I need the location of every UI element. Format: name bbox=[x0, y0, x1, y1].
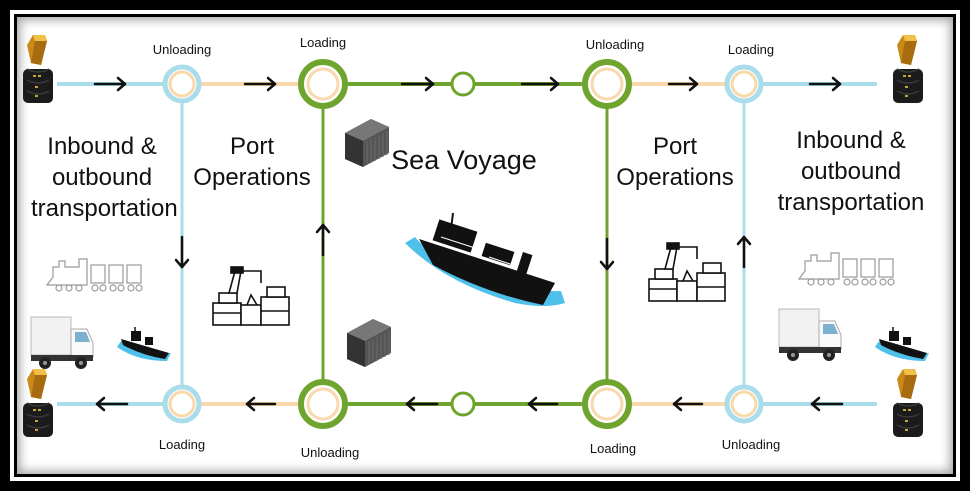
node-bottom-left-hinterland[interactable] bbox=[162, 384, 202, 424]
small-ship-icon bbox=[874, 326, 930, 362]
section-title-right-transport: Inbound & outbound transportation bbox=[771, 125, 931, 218]
truck-icon bbox=[30, 316, 94, 370]
section-title-line: Operations bbox=[193, 164, 311, 191]
section-title-line: Operations bbox=[616, 164, 734, 191]
gold-bar-icon bbox=[27, 35, 47, 65]
arrow-right-icon bbox=[93, 76, 127, 92]
route-nodes bbox=[162, 59, 764, 429]
node-top-left-port[interactable] bbox=[298, 59, 348, 109]
node-label-bottom-right-port: Loading bbox=[589, 441, 637, 456]
node-label-bottom-left-port: Unloading bbox=[300, 445, 360, 460]
node-label-top-right-hinterland: Loading bbox=[727, 42, 775, 57]
arrow-left-icon bbox=[405, 396, 439, 412]
section-title-line: outbound bbox=[800, 158, 902, 185]
arrow-left-icon bbox=[810, 396, 844, 412]
section-title-left-transport: Inbound & outbound transportation bbox=[31, 131, 178, 224]
truck-icon bbox=[778, 308, 842, 362]
oil-barrels-icon bbox=[892, 402, 924, 438]
arrow-right-icon bbox=[400, 76, 435, 92]
node-bottom-mid-sea[interactable] bbox=[450, 391, 476, 417]
node-top-mid-sea[interactable] bbox=[450, 71, 476, 97]
gold-bar-icon bbox=[897, 369, 917, 399]
section-title-line: Inbound & bbox=[47, 133, 157, 160]
crane-cargo-icon bbox=[648, 242, 726, 302]
node-bottom-right-hinterland[interactable] bbox=[724, 384, 764, 424]
diagram-svg bbox=[22, 35, 930, 438]
oil-barrels-icon bbox=[22, 402, 54, 438]
arrow-left-icon bbox=[672, 396, 704, 412]
cargo-ship-icon bbox=[405, 212, 565, 306]
node-label-top-left-hinterland: Unloading bbox=[152, 42, 212, 57]
train-icon bbox=[798, 252, 895, 286]
node-label-bottom-right-hinterland: Unloading bbox=[721, 437, 781, 452]
shipping-container-icon bbox=[346, 318, 392, 368]
node-top-right-hinterland[interactable] bbox=[724, 64, 764, 104]
arrow-left-icon bbox=[527, 396, 559, 412]
gold-bar-icon bbox=[27, 369, 47, 399]
node-top-right-port[interactable] bbox=[582, 59, 632, 109]
node-label-top-right-port: Unloading bbox=[585, 37, 645, 52]
arrow-down-icon bbox=[599, 237, 615, 271]
node-bottom-left-port[interactable] bbox=[298, 379, 348, 429]
small-ship-icon bbox=[116, 326, 172, 362]
oil-barrels-icon bbox=[892, 68, 924, 104]
arrow-right-icon bbox=[667, 76, 699, 92]
arrow-up-icon bbox=[315, 223, 331, 257]
arrow-left-icon bbox=[245, 396, 277, 412]
section-title-line: Port bbox=[652, 133, 697, 160]
arrow-left-icon bbox=[95, 396, 129, 412]
arrow-down-icon bbox=[174, 235, 190, 269]
section-title-line: transportation bbox=[777, 189, 925, 216]
section-title-left-port: Port Operations bbox=[189, 131, 315, 193]
arrow-right-icon bbox=[243, 76, 277, 92]
train-icon bbox=[46, 258, 143, 292]
node-label-top-left-port: Loading bbox=[299, 35, 347, 50]
gold-bar-icon bbox=[897, 35, 917, 65]
section-title-right-port: Port Operations bbox=[613, 131, 737, 193]
section-title-line: transportation bbox=[31, 195, 178, 222]
node-label-bottom-left-hinterland: Loading bbox=[158, 437, 206, 452]
diagram-canvas: Unloading Loading Unloading Loading Load… bbox=[17, 17, 953, 474]
node-top-left-hinterland[interactable] bbox=[162, 64, 202, 104]
node-bottom-right-port[interactable] bbox=[582, 379, 632, 429]
section-title-line: Port bbox=[229, 133, 274, 160]
section-title-line: Inbound & bbox=[796, 127, 906, 154]
arrow-right-icon bbox=[520, 76, 560, 92]
section-title-line: outbound bbox=[51, 164, 153, 191]
oil-barrels-icon bbox=[22, 68, 54, 104]
shipping-container-icon bbox=[344, 118, 390, 168]
arrow-up-icon bbox=[736, 235, 752, 269]
arrow-right-icon bbox=[808, 76, 842, 92]
section-title-sea-voyage: Sea Voyage bbox=[391, 145, 537, 175]
crane-cargo-icon bbox=[212, 266, 290, 326]
flow-arrows bbox=[93, 76, 844, 412]
